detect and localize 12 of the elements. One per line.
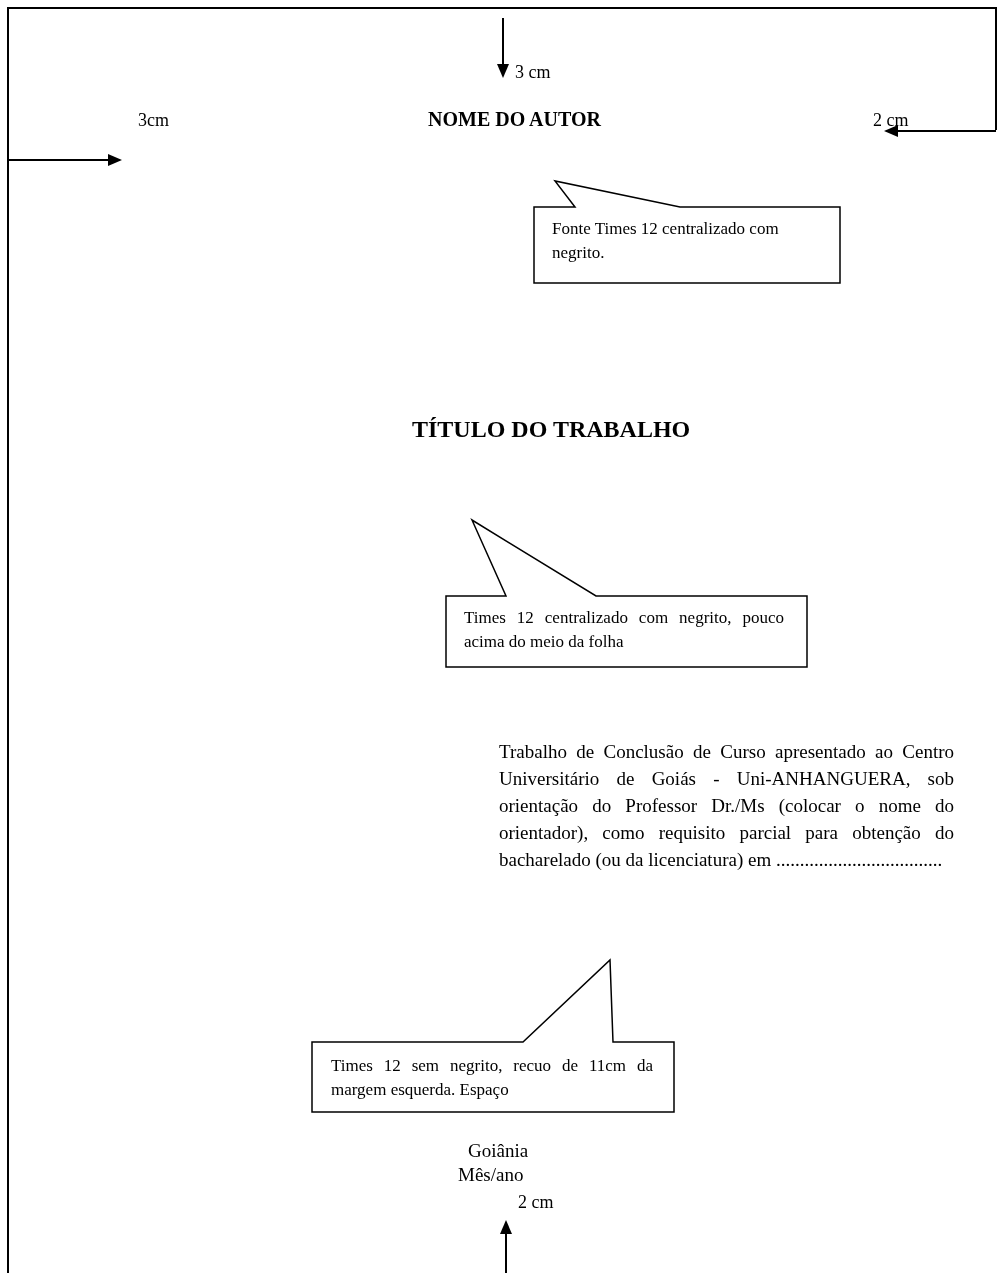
- city-text: Goiânia: [468, 1140, 529, 1162]
- work-title-heading: TÍTULO DO TRABALHO: [412, 416, 691, 443]
- dimension-label: 3cm: [138, 110, 169, 131]
- callout-text: Fonte Times 12 centralizado com negrito.: [552, 218, 780, 264]
- dimension-label: 2 cm: [873, 110, 909, 131]
- callout-text: Times 12 sem negrito, recuo de 11cm da margem esquerda. Espaço: [331, 1055, 653, 1101]
- dimension-label: 3 cm: [515, 62, 551, 83]
- callout-text: Times 12 centralizado com negrito, pouco acima do meio da folha: [464, 607, 784, 653]
- date-text: Mês/ano: [458, 1164, 524, 1186]
- presentation-paragraph: Trabalho de Conclusão de Curso apresentado ao Centro Universitário de Goiás - Uni-ANHANGUERA, sob orientação do Professor Dr./Ms (colocar o nome do orientador), como requisito parcial para obtenção do bacharelado (ou da licenciatura) em ...................................: [499, 740, 954, 872]
- dimension-label: 2 cm: [518, 1192, 554, 1213]
- author-name-heading: NOME DO AUTOR: [428, 108, 601, 131]
